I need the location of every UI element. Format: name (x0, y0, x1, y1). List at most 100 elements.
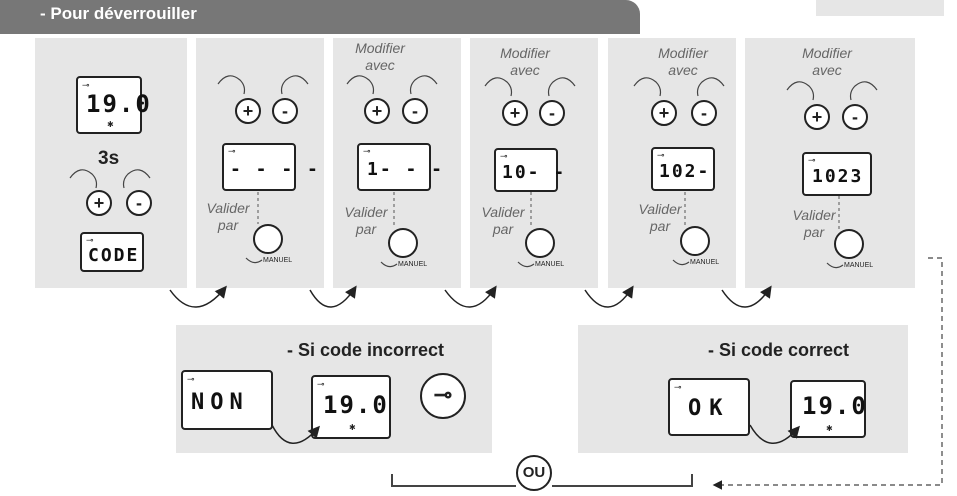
key-icon: ⊸ (187, 374, 195, 384)
or-label: OU (522, 464, 546, 481)
plus-button[interactable]: + (86, 190, 112, 216)
lcd-display: ⊸ 1023 (802, 152, 872, 196)
plus-button[interactable]: + (235, 98, 261, 124)
validate-hint: Valider par (200, 200, 256, 234)
plus-glyph: + (509, 103, 521, 123)
lcd-code-value: CODE (88, 245, 140, 266)
validate-label: Valider (206, 200, 250, 216)
key-icon: ⊸ (317, 379, 325, 389)
with-label: avec (510, 62, 540, 78)
key-lock-icon: ⊸ (420, 373, 466, 419)
validate-hint: Valider par (475, 204, 531, 238)
lcd-display: 19.0 ✱ (790, 380, 866, 438)
with-label: avec (668, 62, 698, 78)
result-arrow (749, 424, 800, 444)
lcd-value: 102- (659, 161, 711, 182)
lcd-value: OK (688, 396, 731, 421)
key-icon: ⊸ (808, 155, 816, 165)
lcd-value: 1023 (812, 166, 864, 187)
minus-glyph: - (136, 193, 142, 213)
minus-button[interactable]: - (539, 100, 565, 126)
section-title: - Pour déverrouiller (40, 4, 197, 23)
manuel-label: MANUEL (263, 257, 293, 264)
minus-button[interactable]: - (402, 98, 428, 124)
modify-label: Modifier (500, 45, 550, 61)
lcd-display: ⊸ 19.0 ✱ (76, 76, 150, 134)
step-arrow (444, 285, 497, 308)
minus-glyph: - (852, 107, 858, 127)
lcd-display: ⊸ - - - - (222, 143, 318, 191)
key-icon: ⊸ (674, 382, 682, 392)
sun-icon: ✱ (107, 120, 114, 129)
lcd-value: 19.0 (323, 391, 389, 419)
lcd-display: ⊸ 1- - - (357, 143, 442, 191)
validate-label: Valider (638, 201, 682, 217)
minus-glyph: - (412, 101, 418, 121)
return-path (712, 257, 943, 490)
manuel-button[interactable] (680, 226, 710, 256)
by-label: par (355, 221, 377, 237)
key-icon: ⊸ (363, 146, 371, 156)
step-arrow (584, 285, 634, 308)
plus-glyph: + (658, 103, 670, 123)
by-label: par (803, 224, 825, 240)
plus-button[interactable]: + (502, 100, 528, 126)
manuel-label: MANUEL (535, 261, 565, 268)
modify-label: Modifier (658, 45, 708, 61)
lcd-value: NON (191, 390, 249, 415)
plus-glyph: + (811, 107, 823, 127)
manuel-button[interactable] (834, 229, 864, 259)
plus-glyph: + (242, 101, 254, 121)
minus-button[interactable]: - (126, 190, 152, 216)
plus-button[interactable]: + (804, 104, 830, 130)
minus-button[interactable]: - (842, 104, 868, 130)
lcd-display: ⊸ NON (181, 370, 273, 430)
lcd-display: ⊸ 19.0 ✱ (311, 375, 391, 439)
validate-label: Valider (344, 204, 388, 220)
step-arrow (721, 285, 772, 308)
modify-hint: Modifier avec (787, 45, 867, 79)
by-label: par (217, 217, 239, 233)
correct-title: - Si code correct (708, 340, 850, 360)
manuel-button[interactable] (388, 228, 418, 258)
section-header: - Pour déverrouiller (0, 0, 640, 34)
validate-hint: Valider par (338, 204, 394, 238)
plus-glyph: + (371, 101, 383, 121)
validate-hint: Valider par (632, 201, 688, 235)
minus-glyph: - (549, 103, 555, 123)
plus-glyph: + (93, 193, 105, 213)
modify-hint: Modifier avec (340, 40, 420, 74)
minus-button[interactable]: - (272, 98, 298, 124)
by-label: par (492, 221, 514, 237)
lcd-value: 1- - - (367, 159, 445, 180)
or-bracket (391, 474, 693, 487)
modify-label: Modifier (802, 45, 852, 61)
modify-label: Modifier (355, 40, 405, 56)
step-arrow (169, 285, 227, 308)
with-label: avec (812, 62, 842, 78)
validate-hint: Valider par (786, 207, 842, 241)
manuel-button[interactable] (253, 224, 283, 254)
lcd-value: 19.0 (802, 392, 868, 420)
manuel-label: MANUEL (690, 259, 720, 266)
lcd-value: 19.0 (86, 90, 152, 118)
result-arrow (271, 424, 320, 444)
plus-button[interactable]: + (364, 98, 390, 124)
corner-tab (816, 0, 944, 16)
or-badge: OU (516, 455, 552, 491)
lcd-value: 10- - (502, 162, 567, 183)
lcd-value: - - - - (230, 159, 320, 180)
manuel-button[interactable] (525, 228, 555, 258)
lcd-display: ⊸ 10- - (494, 148, 564, 192)
modify-hint: Modifier avec (485, 45, 565, 79)
hold-duration: 3s (98, 148, 120, 169)
by-label: par (649, 218, 671, 234)
plus-button[interactable]: + (651, 100, 677, 126)
hand-icons (69, 75, 878, 269)
step-arrow (309, 285, 357, 308)
minus-button[interactable]: - (691, 100, 717, 126)
modify-hint: Modifier avec (643, 45, 723, 79)
lcd-display: ⊸ 102- (651, 147, 715, 191)
key-icon: ⊸ (500, 151, 508, 161)
